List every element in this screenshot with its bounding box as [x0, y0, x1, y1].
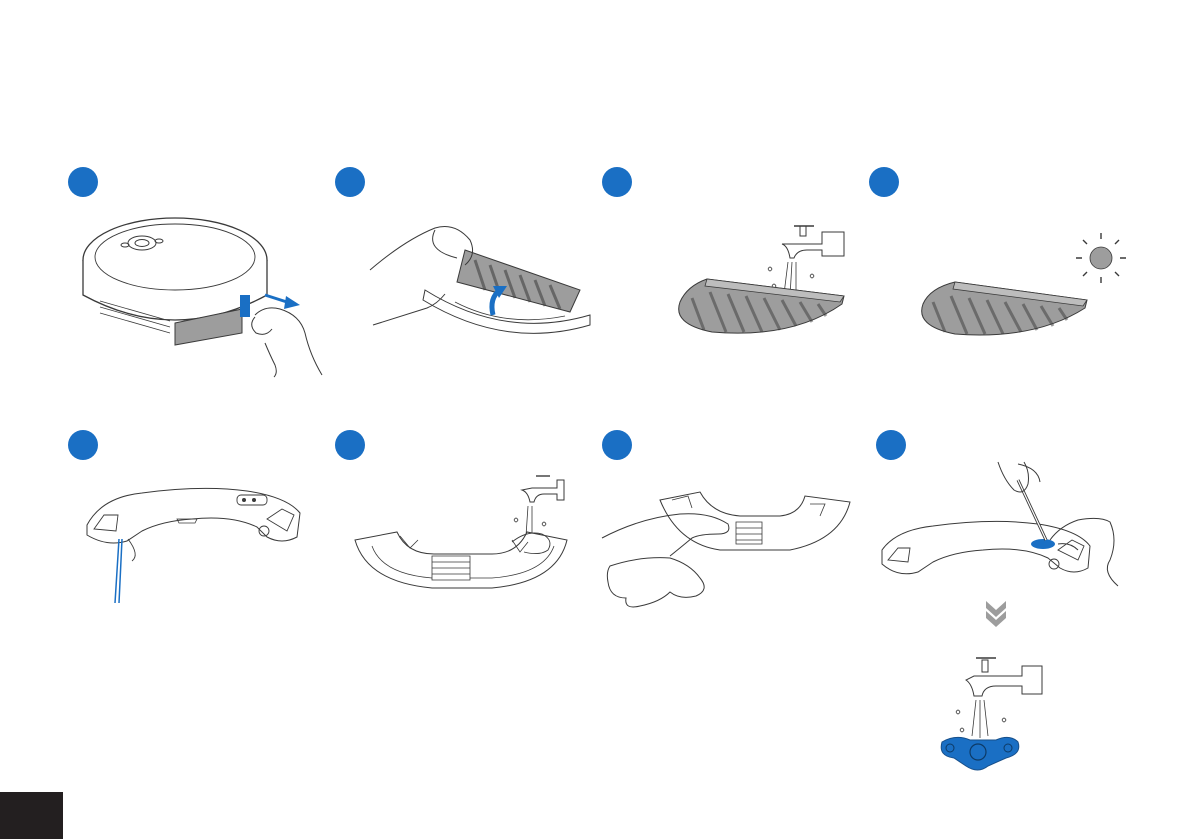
- wash-mop-cloth-illustration: [672, 214, 852, 342]
- dry-mop-cloth-in-sun-illustration: [915, 230, 1130, 342]
- detach-mop-cloth-illustration: [365, 220, 595, 350]
- page-tab: [0, 792, 63, 839]
- step-3-badge: [602, 167, 632, 197]
- chevron-down-icon: [985, 600, 1007, 628]
- rinse-water-tank-illustration: [352, 470, 577, 600]
- step-6-badge: [335, 430, 365, 460]
- step-1-badge: [68, 167, 98, 197]
- step-8-badge: [876, 430, 906, 460]
- step-7-badge: [602, 430, 632, 460]
- sun-icon: [1076, 233, 1126, 283]
- clean-filter-illustration: [878, 460, 1123, 590]
- open-water-tank-illustration: [82, 475, 307, 607]
- remove-water-tank-illustration: [60, 205, 330, 380]
- step-4-badge: [869, 167, 899, 197]
- rinse-filter-illustration: [936, 650, 1056, 780]
- wipe-water-tank-illustration: [600, 478, 855, 613]
- step-5-badge: [68, 430, 98, 460]
- step-2-badge: [335, 167, 365, 197]
